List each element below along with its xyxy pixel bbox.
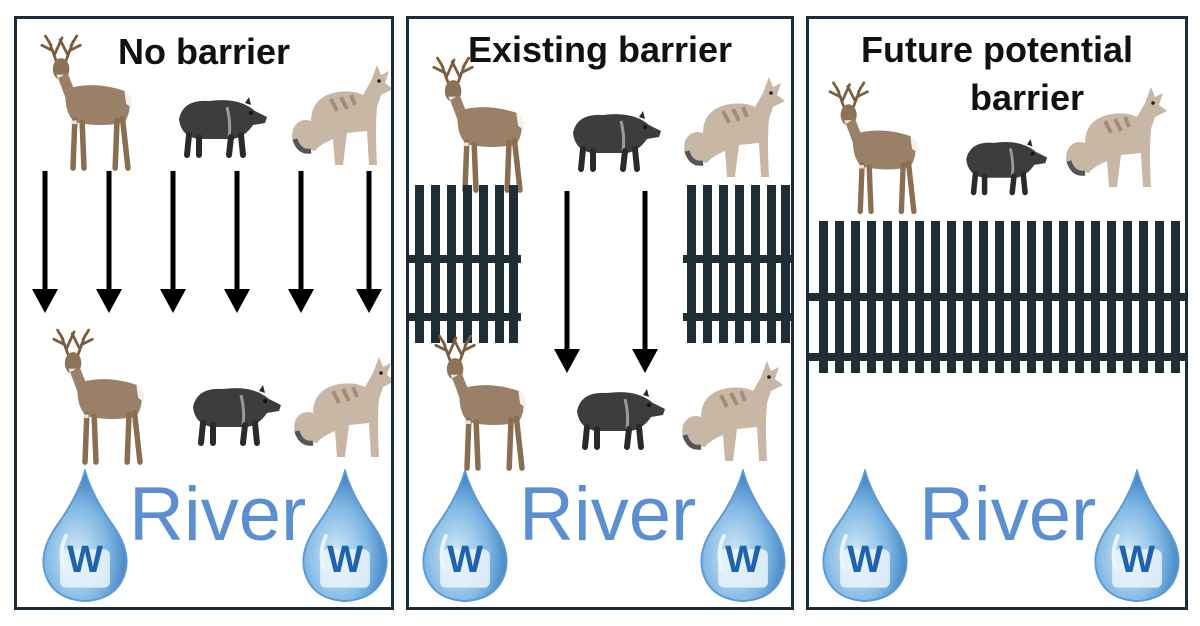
- drop-letter: W: [67, 539, 103, 581]
- coyote-icon: [292, 65, 393, 165]
- arrow-down-icon: [96, 171, 122, 313]
- arrow-down-icon: [632, 191, 658, 373]
- drop-letter: W: [447, 539, 483, 581]
- fence-icon: [409, 185, 521, 343]
- peccary-icon: [193, 385, 281, 443]
- deer-icon: [434, 58, 524, 190]
- panel-title-line2: barrier: [969, 77, 1085, 118]
- panel-no-barrier: No barrier: [14, 16, 394, 610]
- arrow-down-icon: [160, 171, 186, 313]
- panel-graphics: [409, 19, 791, 603]
- peccary-icon: [573, 111, 661, 169]
- panel-future-barrier: Future potential barrier: [806, 16, 1188, 610]
- panel-existing-barrier: Existing barrier: [406, 16, 794, 610]
- drop-letter: W: [327, 539, 363, 581]
- panel-graphics: [32, 19, 394, 603]
- peccary-icon: [966, 139, 1047, 192]
- drop-letter: W: [847, 539, 883, 581]
- coyote-icon: [1066, 87, 1167, 187]
- deer-icon: [42, 36, 132, 168]
- drop-letter: W: [725, 539, 761, 581]
- panel-title: No barrier: [117, 31, 291, 72]
- arrow-down-icon: [356, 171, 382, 313]
- arrow-down-icon: [554, 191, 580, 373]
- drop-letter: W: [1119, 539, 1155, 581]
- coyote-icon: [684, 77, 785, 177]
- arrow-group: [32, 171, 382, 313]
- panel-graphics: [809, 19, 1185, 603]
- peccary-icon: [179, 97, 267, 155]
- peccary-icon: [577, 389, 665, 447]
- deer-icon: [54, 330, 144, 462]
- arrow-down-icon: [288, 171, 314, 313]
- river-label: River: [129, 472, 307, 557]
- river-label: River: [519, 472, 697, 557]
- coyote-icon: [682, 361, 783, 461]
- deer-icon: [436, 336, 526, 468]
- deer-icon: [830, 83, 918, 212]
- panel-title: Existing barrier: [467, 29, 733, 70]
- arrow-down-icon: [32, 171, 58, 313]
- river-label: River: [919, 472, 1097, 557]
- arrow-down-icon: [224, 171, 250, 313]
- fence-icon: [683, 185, 791, 343]
- fence-icon: [809, 221, 1185, 373]
- panel-title-line1: Future potential: [861, 29, 1133, 70]
- coyote-icon: [294, 357, 394, 457]
